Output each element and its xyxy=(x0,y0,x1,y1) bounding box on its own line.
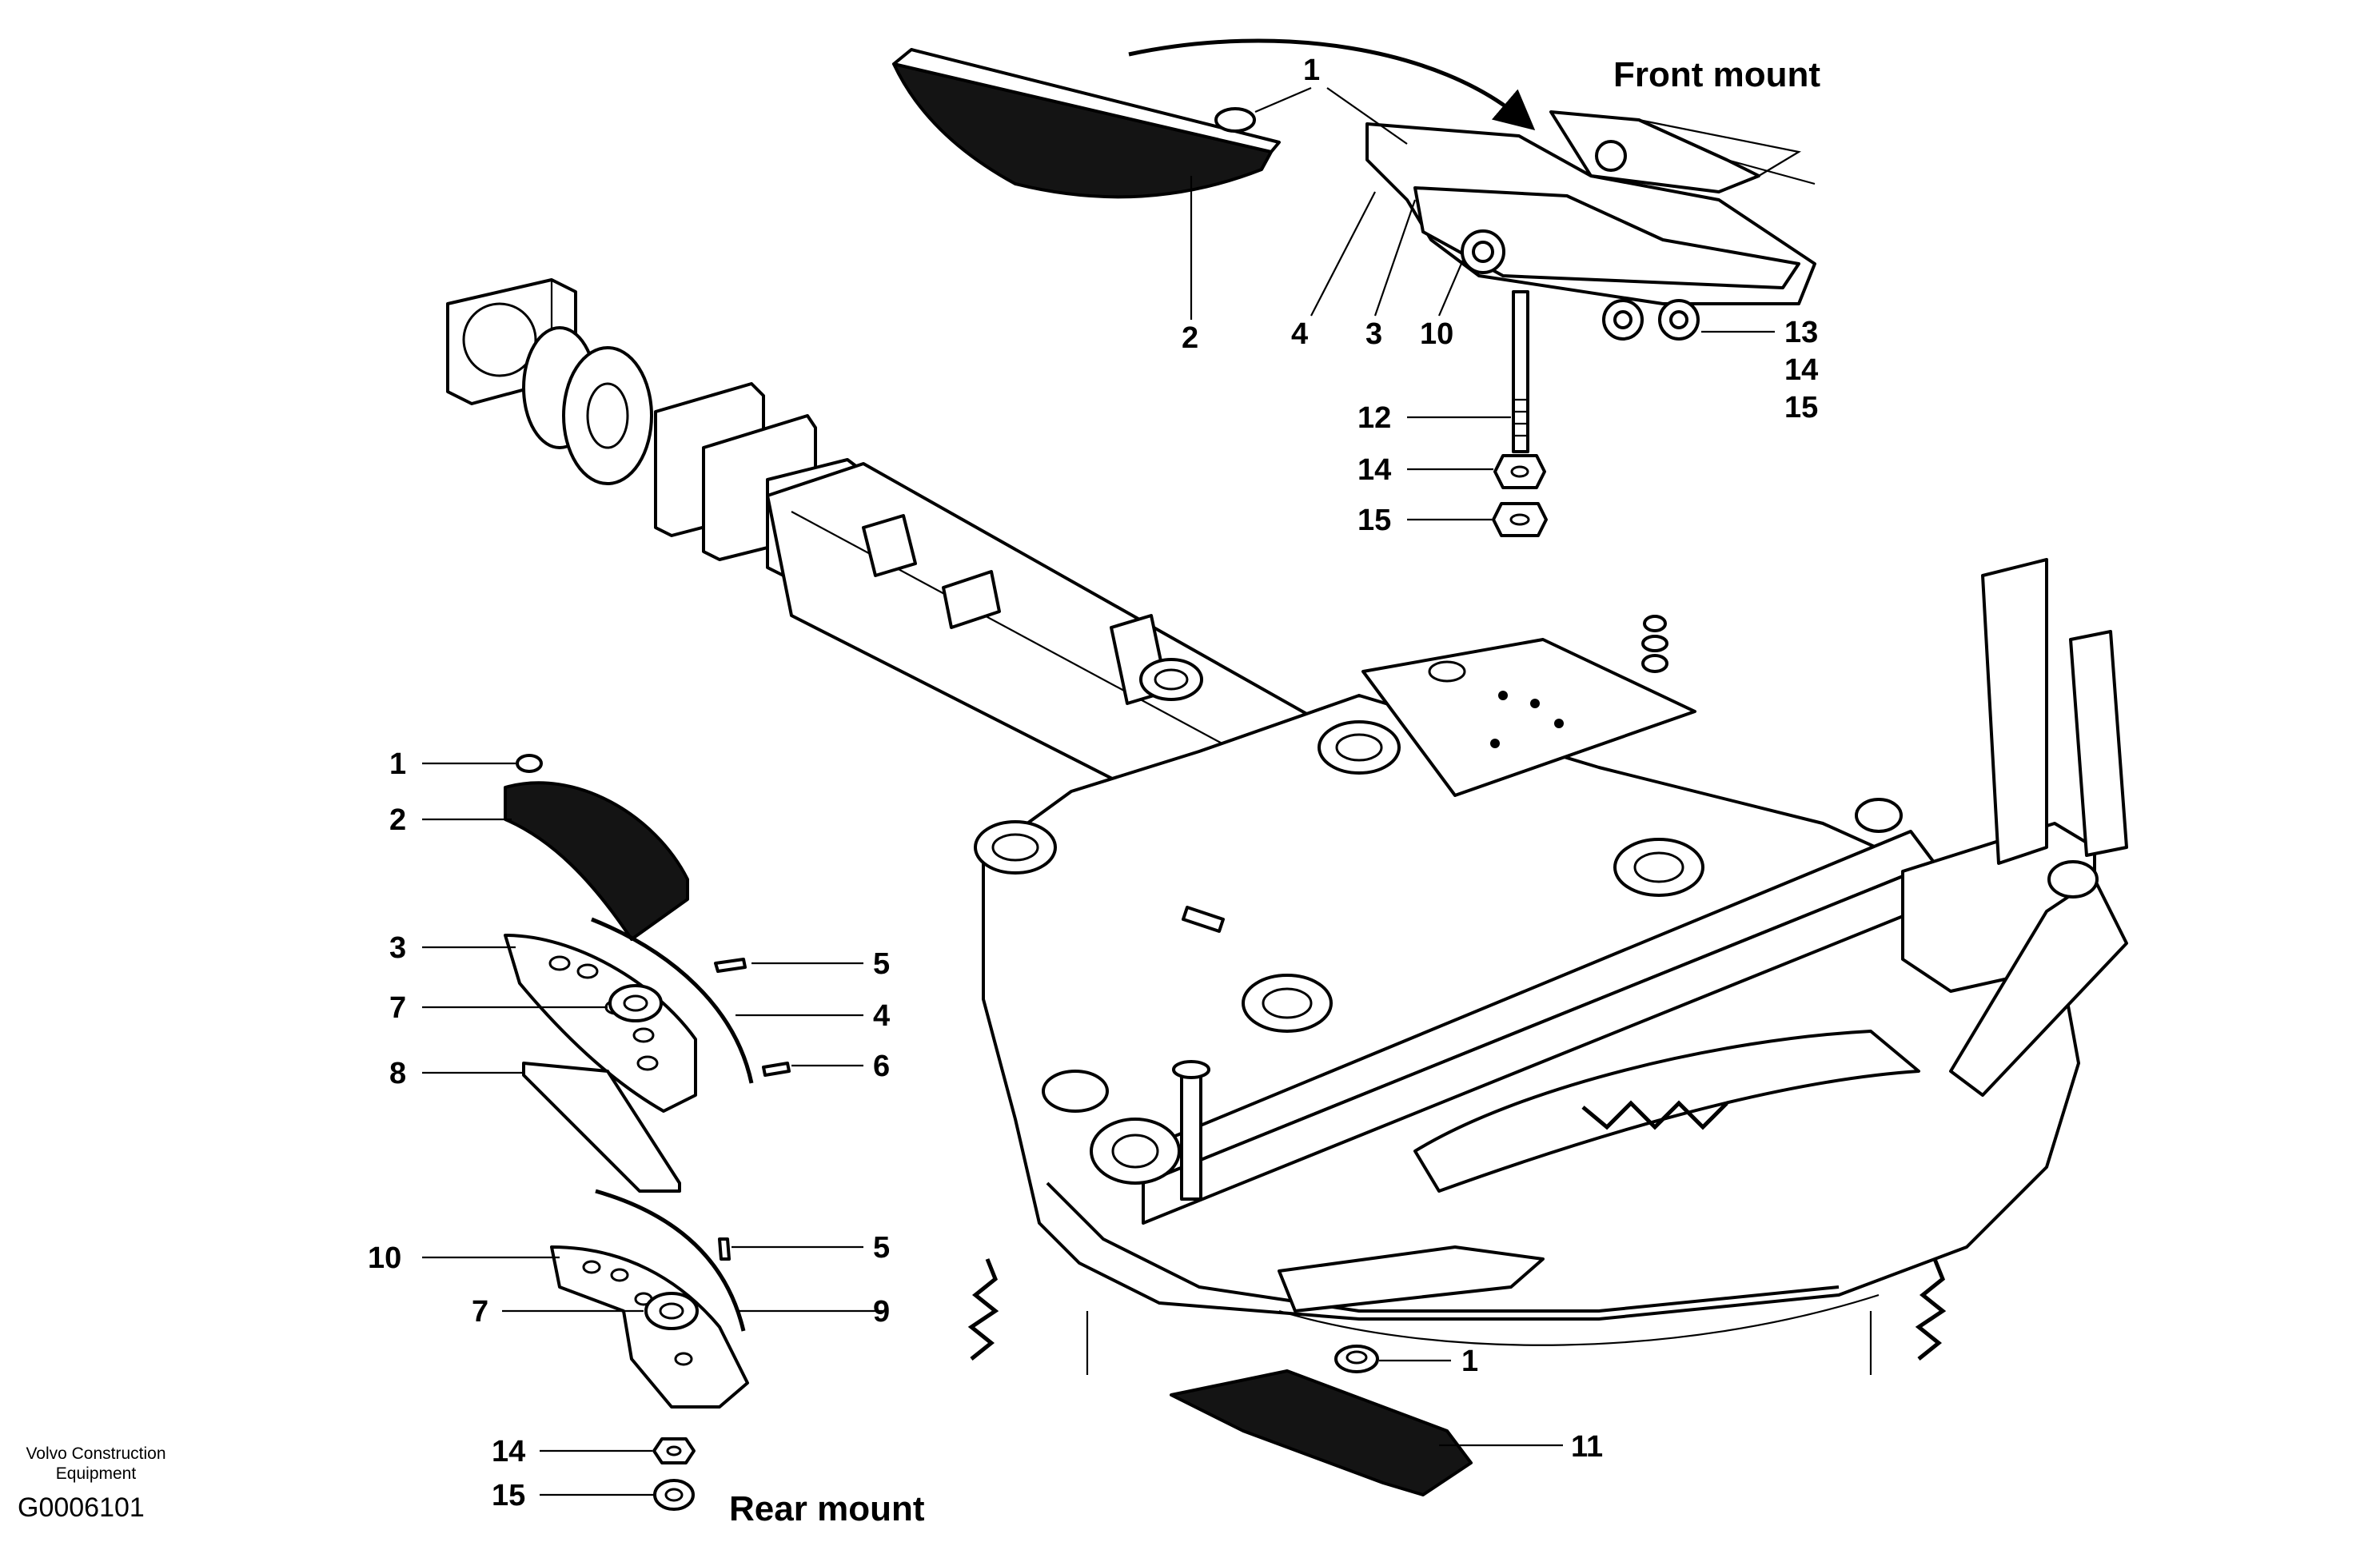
rear-spring-strip-9 xyxy=(595,1189,746,1332)
rear-callout-7b: 7 xyxy=(472,1295,488,1329)
front-rubber-pad xyxy=(892,48,1281,320)
hinge-lugs xyxy=(974,720,1704,1185)
rear-callout-7a: 7 xyxy=(389,991,406,1025)
company-name-line2: Equipment xyxy=(56,1464,137,1483)
front-nut-1 xyxy=(1214,86,1312,133)
cross-beam xyxy=(1118,558,2128,1225)
front-mount-heading: Front mount xyxy=(1613,55,1820,94)
rear-nut-14 xyxy=(652,1437,696,1464)
mounting-plate xyxy=(1361,638,1696,797)
front-callout-12: 12 xyxy=(1357,401,1391,435)
front-mount-arrow xyxy=(1128,38,1536,131)
rear-callout-3: 3 xyxy=(389,931,406,965)
rear-pin-6 xyxy=(762,1062,791,1077)
front-callout-14b: 14 xyxy=(1357,453,1391,487)
rear-mount-heading: Rear mount xyxy=(729,1489,925,1528)
frame-callout-11: 11 xyxy=(1571,1430,1603,1464)
company-name-line1: Volvo Construction xyxy=(26,1444,165,1463)
rear-callout-8: 8 xyxy=(389,1057,406,1090)
rear-callout-2: 2 xyxy=(389,803,406,837)
rear-callout-6: 6 xyxy=(873,1050,890,1083)
rear-callout-5a: 5 xyxy=(873,947,890,981)
rear-plate-10 xyxy=(550,1245,749,1409)
rear-pin-5a xyxy=(714,958,747,973)
front-callout-2: 2 xyxy=(1182,321,1198,355)
front-bracket xyxy=(1365,110,1816,341)
front-callout-3: 3 xyxy=(1365,317,1382,351)
front-callout-10: 10 xyxy=(1420,317,1453,351)
rear-washer-15 xyxy=(653,1479,695,1511)
front-stud-bolt xyxy=(1512,290,1529,453)
front-callout-15b: 15 xyxy=(1357,504,1391,537)
main-frame xyxy=(446,278,2128,1496)
rear-callout-1: 1 xyxy=(389,747,406,781)
front-callout-14a: 14 xyxy=(1784,353,1818,387)
rear-callout-9: 9 xyxy=(873,1295,890,1329)
rear-callout-10: 10 xyxy=(368,1241,401,1275)
frame-rubber-pad xyxy=(1170,1369,1563,1496)
frame-callout-1: 1 xyxy=(1461,1345,1478,1378)
rear-pin-5b xyxy=(718,1237,731,1261)
front-callout-13: 13 xyxy=(1784,316,1818,349)
drawing-id: G0006101 xyxy=(18,1492,145,1523)
front-callout-15a: 15 xyxy=(1784,391,1818,424)
front-washer-15 xyxy=(1492,502,1548,537)
front-nut-14 xyxy=(1493,454,1546,489)
rear-washer-7a xyxy=(608,984,663,1022)
frame-nut-1 xyxy=(1334,1345,1451,1373)
rear-callout-5b: 5 xyxy=(873,1231,890,1265)
rear-washer-7b xyxy=(644,1292,699,1330)
rear-nut-1 xyxy=(516,754,543,773)
frame-bolts xyxy=(1172,615,1668,1201)
rear-callout-15: 15 xyxy=(492,1479,525,1512)
front-callout-4: 4 xyxy=(1291,317,1308,351)
rear-callout-4: 4 xyxy=(873,999,890,1033)
rear-rubber-pad xyxy=(504,781,689,941)
tire-outline xyxy=(967,1100,1947,1375)
rear-mount-group xyxy=(422,754,887,1511)
front-mount-group xyxy=(892,38,1816,537)
front-callout-1: 1 xyxy=(1303,54,1320,87)
rear-callout-14: 14 xyxy=(492,1435,525,1468)
rear-spring-strip xyxy=(591,917,754,1084)
rear-shim-8 xyxy=(522,1062,681,1193)
